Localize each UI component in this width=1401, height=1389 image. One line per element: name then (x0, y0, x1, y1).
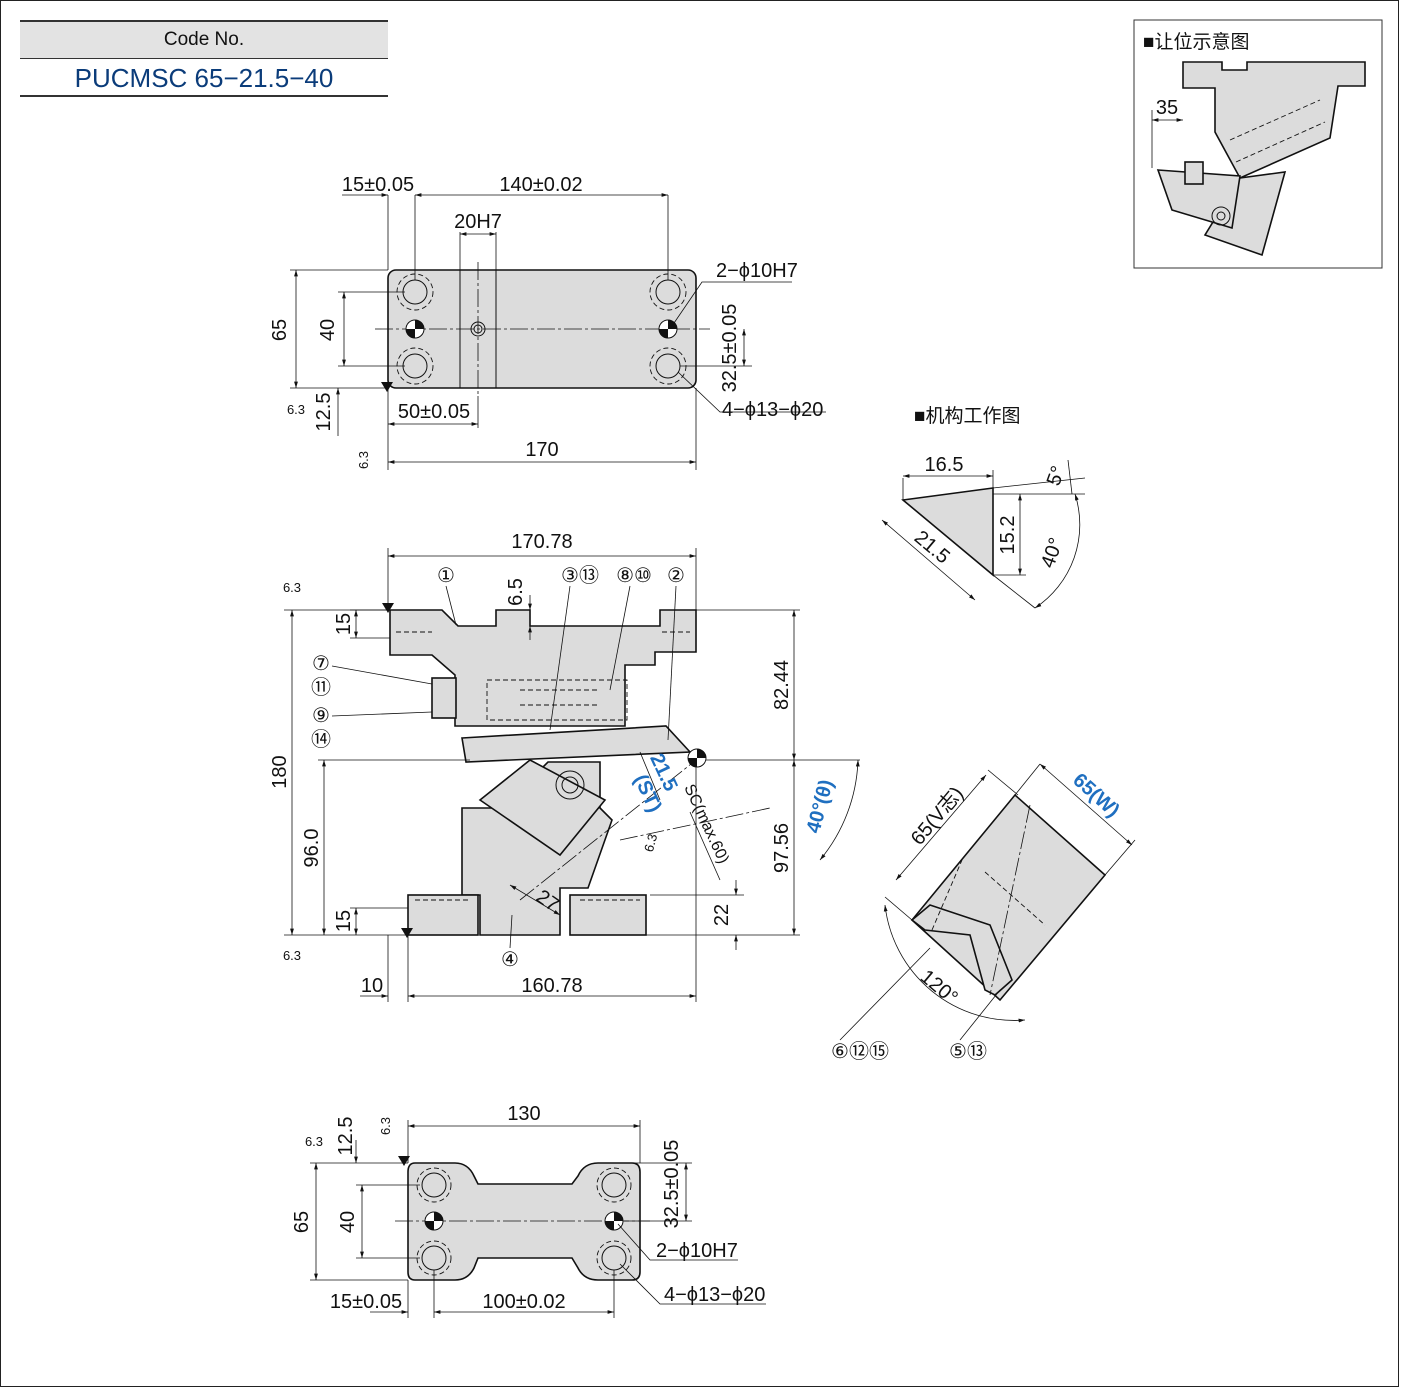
dim-130: 130 (507, 1103, 540, 1125)
dim-160-78: 160.78 (521, 975, 582, 997)
side-view: 65(W) 65(V志) 120° ⑥⑫⑮ ⑤⑬ (831, 763, 1136, 1063)
bolt-callout: 4−ϕ13−ϕ20 (722, 399, 823, 421)
surface-mark: 6.3 (287, 402, 305, 417)
code-number-value: PUCMSC 65−21.5−40 (20, 59, 388, 97)
angle-theta: 40°(θ) (803, 777, 838, 835)
surface-mark: 6.3 (305, 1134, 323, 1149)
angle-40: 40° (1037, 535, 1068, 571)
dim-100: 100±0.02 (482, 1291, 565, 1313)
svg-text:③⑬: ③⑬ (561, 564, 599, 587)
dim-65-w: 65(W) (1068, 769, 1123, 822)
svg-text:⑧⑩: ⑧⑩ (616, 565, 652, 587)
surface-mark: 6.3 (283, 948, 301, 963)
code-number-box: Code No. PUCMSC 65−21.5−40 (20, 20, 388, 97)
surface-mark: 6.3 (378, 1117, 393, 1135)
svg-text:⑭: ⑭ (311, 728, 331, 751)
bottom-view: 130 12.5 65 40 32.5±0.05 15±0.05 100±0.0… (291, 1103, 766, 1318)
part-balloon: ⑤⑬ (949, 1040, 987, 1063)
clearance-title: ■让位示意图 (1143, 31, 1249, 53)
dim-65-v: 65(V志) (906, 782, 968, 850)
dim-20h7: 20H7 (454, 211, 502, 233)
dim-10: 10 (361, 975, 383, 997)
dim-15: 15±0.05 (330, 1291, 402, 1313)
dim-22: 22 (711, 904, 733, 926)
pin-hole (424, 1211, 624, 1231)
mechanism-diagram: ■机构工作图 16.5 5° 15.2 21.5 40° (881, 405, 1086, 609)
pin-callout: 2−ϕ10H7 (656, 1240, 738, 1262)
surface-mark: 6.3 (283, 580, 301, 595)
dim-65: 65 (291, 1211, 313, 1233)
svg-text:①: ① (437, 565, 455, 587)
surface-mark: 6.3 (641, 832, 660, 853)
part-balloon: ⑥⑫⑮ (831, 1040, 889, 1063)
pin-hole (405, 319, 678, 339)
angle-120: 120° (916, 966, 962, 1009)
dim-65: 65 (269, 319, 291, 341)
svg-text:②: ② (667, 565, 685, 587)
clearance-diagram: ■让位示意图 35 (1133, 19, 1383, 269)
dim-140: 140±0.02 (499, 174, 582, 196)
base-plate (407, 1162, 641, 1281)
base-foot-left (407, 894, 479, 936)
dim-15-2: 15.2 (997, 516, 1019, 555)
dim-32-5: 32.5±0.05 (719, 304, 741, 393)
dim-180: 180 (269, 755, 291, 788)
angle-5: 5° (1043, 463, 1070, 488)
dim-15: 15±0.05 (342, 174, 414, 196)
dim-82-44: 82.44 (771, 660, 793, 710)
sc-label: SC(max.60) (680, 782, 731, 867)
part-balloon: ① ③⑬ ⑧⑩ ② ⑦ ⑪ ⑨ ⑭ ④ (311, 564, 685, 971)
svg-text:⑦: ⑦ (312, 653, 330, 675)
svg-text:④: ④ (501, 949, 519, 971)
dim-6-5: 6.5 (505, 578, 527, 606)
dim-40: 40 (317, 319, 339, 341)
dim-96: 96.0 (301, 829, 323, 868)
dim-32-5: 32.5±0.05 (661, 1140, 683, 1229)
dim-12-5: 12.5 (335, 1117, 357, 1156)
dim-15-top: 15 (333, 613, 355, 635)
code-number-header: Code No. (20, 20, 388, 59)
dim-12-5: 12.5 (313, 393, 335, 432)
dim-15-bottom: 15 (333, 910, 355, 932)
dim-170-78: 170.78 (511, 531, 572, 553)
mechanism-title: ■机构工作图 (914, 405, 1020, 427)
dim-40: 40 (337, 1211, 359, 1233)
pin-callout: 2−ϕ10H7 (716, 260, 798, 282)
dim-35: 35 (1156, 97, 1178, 119)
top-view: 15±0.05 140±0.02 20H7 65 40 12.5 50±0.05… (269, 174, 826, 470)
bolt-callout: 4−ϕ13−ϕ20 (664, 1284, 765, 1306)
dim-50: 50±0.05 (398, 401, 470, 423)
front-view: 170.78 6.5 15 180 96.0 15 10 160.78 82.4… (269, 531, 860, 1002)
dim-16-5: 16.5 (925, 454, 964, 476)
dim-97-56: 97.56 (771, 823, 793, 873)
surface-mark: 6.3 (356, 451, 371, 469)
side-stopper (431, 677, 457, 719)
svg-text:⑨: ⑨ (312, 705, 330, 727)
dim-170: 170 (525, 439, 558, 461)
cam-block (478, 759, 607, 857)
base-foot-right (569, 894, 647, 936)
svg-text:⑪: ⑪ (311, 676, 331, 699)
